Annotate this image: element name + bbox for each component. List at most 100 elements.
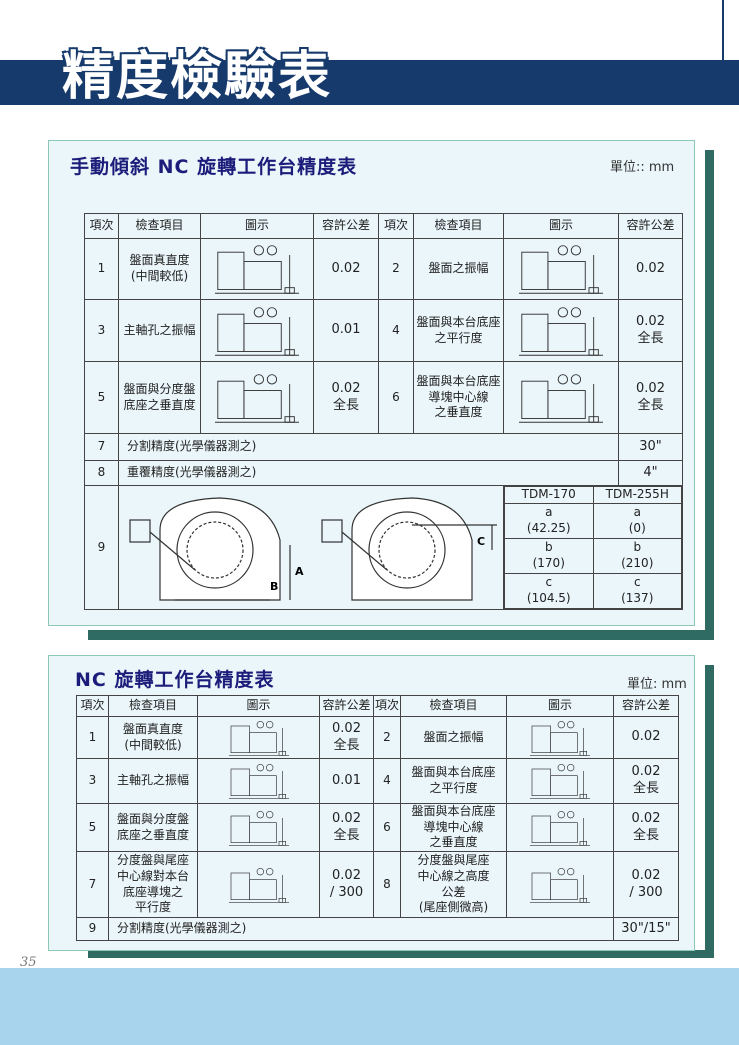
diagram <box>503 361 619 434</box>
tolerance: 0.01 <box>319 758 374 804</box>
header-cell: 項次 <box>373 695 401 717</box>
table-header: 項次 檢查項目 圖示 容許公差 項次 檢查項目 圖示 容許公差 <box>76 695 679 717</box>
measurement-diagram <box>519 245 603 294</box>
model-name: TDM-255H <box>592 486 682 504</box>
measurement-diagram <box>519 306 603 356</box>
tolerance: 0.02 全長 <box>313 361 379 434</box>
diagram <box>200 361 314 434</box>
diagram <box>200 299 314 362</box>
tolerance: 30" <box>618 433 683 461</box>
tolerance: 0.02 全長 <box>613 803 679 852</box>
check-item: 盤面之振幅 <box>413 238 504 300</box>
row-number: 1 <box>84 238 119 300</box>
check-item: 分割精度(光學儀器測之) <box>118 433 619 461</box>
measurement-diagram <box>530 867 590 903</box>
dimension-value: a (0) <box>592 502 682 539</box>
measurement-diagram <box>215 306 299 356</box>
measurement-diagram <box>228 764 289 799</box>
dimension-value: c (137) <box>592 572 682 609</box>
row-number: 2 <box>378 238 414 300</box>
diagram <box>506 803 614 852</box>
header-cell: 圖示 <box>503 213 619 239</box>
check-item: 主軸孔之振幅 <box>108 758 198 804</box>
tolerance: 0.02 <box>618 238 683 300</box>
header-cell: 項次 <box>76 695 109 717</box>
check-item: 盤面與分度盤 底座之垂直度 <box>118 361 201 434</box>
page-number: 35 <box>20 955 37 970</box>
row-number: 8 <box>373 851 401 918</box>
row-number: 6 <box>373 803 401 852</box>
panel-shadow <box>88 950 714 958</box>
tolerance: 0.02 <box>313 238 379 300</box>
row-number: 7 <box>84 433 119 461</box>
dimension-b-label: B <box>270 580 278 593</box>
row-number: 3 <box>76 758 109 804</box>
row-number: 9 <box>76 917 109 941</box>
header-band <box>0 60 739 105</box>
table2-title: NC 旋轉工作台精度表 <box>75 669 275 691</box>
dimension-value: a (42.25) <box>504 502 594 539</box>
row-number: 9 <box>84 485 119 610</box>
header-cell: 容許公差 <box>313 213 379 239</box>
tolerance: 0.02 / 300 <box>613 851 679 918</box>
panel-shadow <box>705 150 714 640</box>
measurement-diagram <box>228 810 289 846</box>
measurement-diagram <box>228 720 289 756</box>
dimension-value: b (210) <box>592 537 682 574</box>
dimension-value: c (104.5) <box>504 572 594 609</box>
diagram <box>503 238 619 300</box>
measurement-diagram <box>228 867 289 903</box>
panel-shadow <box>88 630 714 640</box>
row-number: 6 <box>378 361 414 434</box>
table1-title: 手動傾斜 NC 旋轉工作台精度表 <box>70 156 358 178</box>
check-item: 盤面與本台底座 導塊中心線 之垂直度 <box>400 803 507 852</box>
table-row: 7 分割精度(光學儀器測之) 30" <box>84 433 683 461</box>
check-item: 分割精度(光學儀器測之) <box>108 917 614 941</box>
row-number: 2 <box>373 716 401 759</box>
table-diagram-tdm170: A B <box>129 497 304 601</box>
page-title: 精度檢驗表 <box>62 47 333 107</box>
table-diagram-tdm255h: C <box>321 497 497 601</box>
tolerance: 0.02 / 300 <box>319 851 374 918</box>
footer-band <box>0 968 739 1045</box>
check-item: 分度盤與尾座 中心線對本台 底座導塊之 平行度 <box>108 851 198 918</box>
row-number: 1 <box>76 716 109 759</box>
row-number: 4 <box>373 758 401 804</box>
header-cell: 項次 <box>84 213 119 239</box>
header-cell: 圖示 <box>197 695 320 717</box>
tolerance: 0.01 <box>313 299 379 362</box>
row-number: 3 <box>84 299 119 362</box>
diagram <box>200 238 314 300</box>
tolerance: 30"/15" <box>613 917 679 941</box>
row-number: 5 <box>84 361 119 434</box>
header-cell: 檢查項目 <box>108 695 198 717</box>
diagram <box>503 299 619 362</box>
decorative-line <box>722 0 724 60</box>
check-item: 盤面之振幅 <box>400 716 507 759</box>
table-row: 8 重覆精度(光學儀器測之) 4" <box>84 460 683 486</box>
check-item: 盤面與本台底座 之平行度 <box>413 299 504 362</box>
check-item: 盤面真直度 (中間較低) <box>118 238 201 300</box>
diagram <box>506 716 614 759</box>
header-cell: 檢查項目 <box>413 213 504 239</box>
dimension-c-label: C <box>477 535 485 548</box>
header-cell: 容許公差 <box>319 695 374 717</box>
table-row: 9 分割精度(光學儀器測之) 30"/15" <box>76 917 679 941</box>
measurement-diagram <box>215 373 299 423</box>
measurement-diagram <box>519 373 603 423</box>
check-item: 分度盤與尾座 中心線之高度 公差 (尾座側微高) <box>400 851 507 918</box>
dimension-diagrams: A B C <box>118 485 504 610</box>
header-cell: 項次 <box>378 213 414 239</box>
tolerance: 4" <box>618 460 683 486</box>
row-number: 5 <box>76 803 109 852</box>
